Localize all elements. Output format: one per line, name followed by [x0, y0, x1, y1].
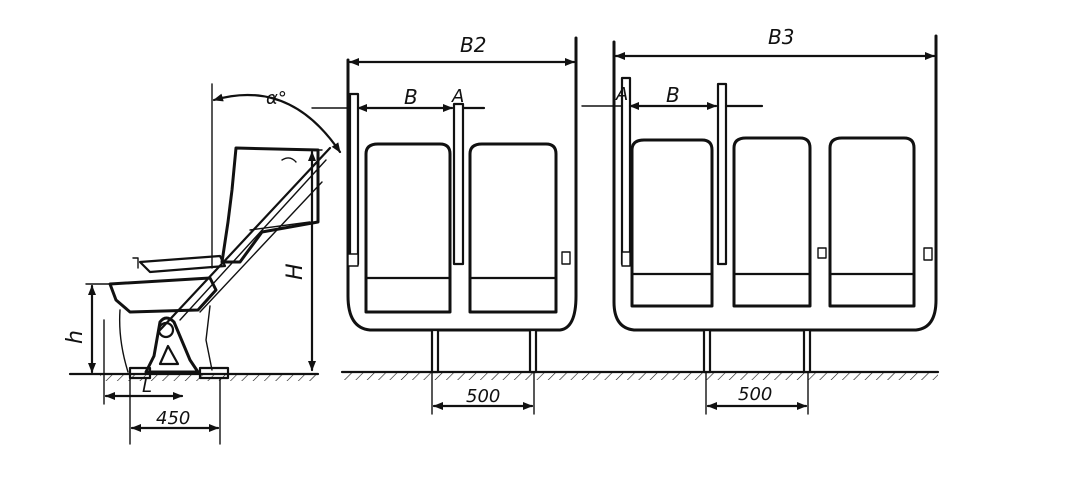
h-upper-label: H	[283, 263, 308, 280]
b2-label: B2	[460, 33, 486, 57]
double-seat-front-view: B2 B A 500	[311, 33, 578, 415]
dim-500-label-double: 500	[466, 386, 500, 407]
b-label-triple: B	[666, 83, 680, 107]
h-lower-label: h	[63, 330, 88, 344]
b-label-double: B	[404, 85, 418, 109]
dimension-L: L	[103, 319, 184, 405]
triple-seat-front-view: B3 A B 500	[581, 25, 938, 415]
alpha-label: α°	[266, 88, 287, 109]
a-label-triple: A	[615, 84, 628, 105]
dimension-h: h	[63, 283, 115, 374]
l-label: L	[142, 376, 152, 397]
dimension-H: H	[283, 149, 323, 372]
dimension-450: 450	[129, 377, 221, 445]
angle-alpha: α°	[212, 88, 342, 154]
a-label-double: A	[451, 86, 464, 107]
dim-500-label-triple: 500	[738, 384, 772, 405]
b3-label: B3	[768, 25, 794, 49]
dim-450-label: 450	[156, 408, 190, 429]
seat-side-view	[108, 83, 332, 380]
